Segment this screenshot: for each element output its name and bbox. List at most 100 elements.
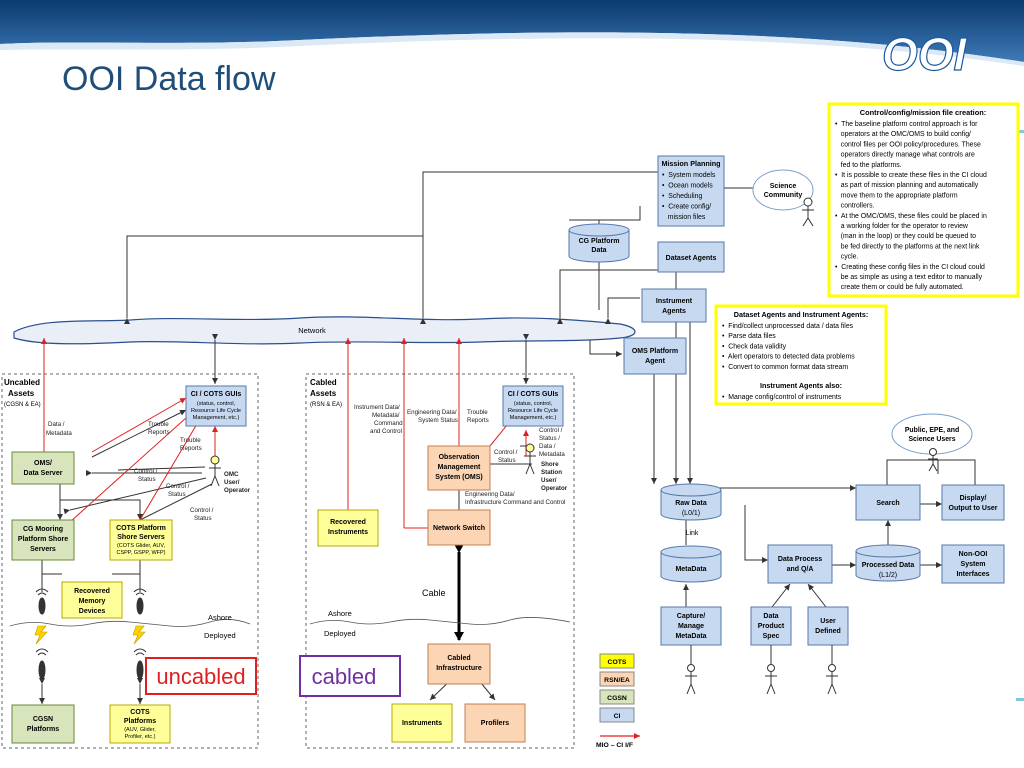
svg-text:Data /: Data / xyxy=(48,421,65,428)
svg-text:Defined: Defined xyxy=(815,628,841,635)
svg-text:Status: Status xyxy=(498,457,516,464)
edge-mark-2 xyxy=(1016,698,1024,701)
svg-text:Engineering Data/: Engineering Data/ xyxy=(465,491,515,498)
svg-text:CSPP, GSPP, WFP): CSPP, GSPP, WFP) xyxy=(116,550,165,556)
svg-text:Infrastructure: Infrastructure xyxy=(436,665,482,672)
svg-text:Operator: Operator xyxy=(224,487,251,494)
callout-control-line: control files per OOI policy/procedures.… xyxy=(835,141,981,148)
callout-control-line: be as simple as using a text editor to m… xyxy=(835,274,983,281)
svg-text:Status: Status xyxy=(168,491,186,498)
raw-data: Raw Data (L0/1) xyxy=(660,483,722,521)
cabled-flow-labels: Instrument Data/ Metadata/ Command and C… xyxy=(354,404,568,506)
svg-text:Reports: Reports xyxy=(148,429,170,436)
svg-text:Profiler, etc.): Profiler, etc.) xyxy=(125,734,156,740)
svg-text:Recovered: Recovered xyxy=(330,519,366,526)
legend-swatch xyxy=(599,707,635,723)
callout-control-line: as part of mission planning and automati… xyxy=(835,182,979,189)
svg-text:OMS Platform: OMS Platform xyxy=(632,348,678,355)
deployed-left: Deployed xyxy=(204,631,236,640)
svg-text:OOI: OOI xyxy=(882,28,968,80)
callout-control-line: move them to the appropriate platform xyxy=(835,192,958,199)
svg-text:Infrastructure Command and Con: Infrastructure Command and Control xyxy=(465,499,565,506)
cabled-region xyxy=(305,373,575,749)
svg-text:Servers: Servers xyxy=(30,546,56,553)
edge-mark-1 xyxy=(1016,130,1024,133)
svg-text:Instrument Agents also:: Instrument Agents also: xyxy=(760,381,842,390)
public-user-icon xyxy=(928,448,938,472)
svg-text:CI / COTS GUIs: CI / COTS GUIs xyxy=(191,391,242,398)
svg-text:User/: User/ xyxy=(224,479,240,486)
cots-platform-servers-box: COTS Platform Shore Servers (COTS Glider… xyxy=(109,519,173,561)
header-swoosh-light xyxy=(0,32,1024,66)
svg-text:Resource Life Cycle: Resource Life Cycle xyxy=(508,408,558,414)
ashore-left: Ashore xyxy=(208,613,232,622)
svg-text:Metadata: Metadata xyxy=(46,430,72,437)
cabled-callout: cabled xyxy=(299,655,401,697)
svg-text:Control /: Control / xyxy=(134,468,158,475)
svg-text:mission files: mission files xyxy=(662,214,706,221)
callout-control-line: • The baseline platform control approach… xyxy=(835,121,978,128)
svg-text:and Control: and Control xyxy=(370,428,402,435)
svg-text:Display/: Display/ xyxy=(960,495,987,502)
dataset-agents-box: Dataset Agents xyxy=(657,241,725,273)
svg-text:Instruments: Instruments xyxy=(328,529,368,536)
instrument-agents-box: Instrument Agents xyxy=(641,288,707,323)
science-community: Science Community xyxy=(752,169,814,211)
svg-text:Community: Community xyxy=(764,192,803,199)
svg-text:Reports: Reports xyxy=(180,445,202,452)
svg-text:CGSN: CGSN xyxy=(33,716,53,723)
callout-control-line: a working folder for the operator to rev… xyxy=(835,223,968,230)
svg-text:Manage: Manage xyxy=(678,623,704,630)
link-label: Link xyxy=(686,530,699,537)
svg-text:Instruments: Instruments xyxy=(402,720,442,727)
network-cloud: Network xyxy=(13,316,636,345)
svg-text:Data Process: Data Process xyxy=(778,556,822,563)
svg-text:Trouble: Trouble xyxy=(148,421,169,428)
cabled-infrastructure-box: Cabled Infrastructure xyxy=(427,643,491,685)
svg-text:MetaData: MetaData xyxy=(675,633,706,640)
legend-label: CGSN xyxy=(607,695,627,702)
cabled-assets-title: Assets xyxy=(310,389,337,398)
science-user-icon xyxy=(802,197,814,227)
svg-text:Agents: Agents xyxy=(662,308,686,315)
callout-control-line: • At the OMC/OMS, these files could be p… xyxy=(835,213,987,220)
header-swoosh xyxy=(0,0,1024,62)
svg-text:Operator: Operator xyxy=(541,485,568,492)
legend: COTS RSN/EA CGSN CI MIO – CI I/F xyxy=(596,653,640,749)
svg-text:Raw Data: Raw Data xyxy=(675,500,707,507)
legend-label: COTS xyxy=(608,659,627,666)
callout-agents-line: • Check data validity xyxy=(722,343,787,350)
legend-label: RSN/EA xyxy=(604,677,630,684)
callout-control-line: create them or could be fully automated. xyxy=(835,284,964,291)
deployed-right: Deployed xyxy=(324,629,356,638)
data-product-spec-box: Data Product Spec xyxy=(750,606,792,646)
network-switch-box: Network Switch xyxy=(427,509,491,546)
non-ooi-box: Non-OOI System Interfaces xyxy=(941,544,1005,584)
svg-text:CG Mooring: CG Mooring xyxy=(23,526,63,533)
svg-text:(L0/1): (L0/1) xyxy=(682,510,700,517)
svg-text:COTS Platform: COTS Platform xyxy=(116,525,166,532)
svg-text:Management, etc.): Management, etc.) xyxy=(193,415,240,421)
recovered-instruments-box: Recovered Instruments xyxy=(317,509,379,547)
svg-text:User/: User/ xyxy=(541,477,557,484)
svg-text:Platforms: Platforms xyxy=(124,718,156,725)
svg-text:(COTS Glider, AUV,: (COTS Glider, AUV, xyxy=(117,543,166,549)
callout-agents-line: • Parse data files xyxy=(722,333,776,340)
ashore-right: Ashore xyxy=(328,609,352,618)
callout-agents-line: • Manage config/control of instruments xyxy=(722,394,842,401)
red-connectors xyxy=(41,338,529,529)
svg-text:Interfaces: Interfaces xyxy=(956,571,989,578)
svg-text:Trouble: Trouble xyxy=(180,437,201,444)
capture-metadata-box: Capture/ Manage MetaData xyxy=(660,606,722,646)
svg-text:and Q/A: and Q/A xyxy=(787,566,814,573)
svg-text:uncabled: uncabled xyxy=(156,664,245,689)
svg-text:(L1/2): (L1/2) xyxy=(879,572,897,579)
svg-text:Data Server: Data Server xyxy=(24,470,63,477)
svg-text:Management, etc.): Management, etc.) xyxy=(510,415,557,421)
callout-agents: Dataset Agents and Instrument Agents: • … xyxy=(714,304,888,406)
svg-text:OMS/: OMS/ xyxy=(34,460,52,467)
svg-text:Observation: Observation xyxy=(439,454,480,461)
cg-mooring-box: CG Mooring Platform Shore Servers xyxy=(11,519,75,561)
svg-text:• Ocean models: • Ocean models xyxy=(662,183,713,190)
omc-operator-icon xyxy=(209,455,221,487)
